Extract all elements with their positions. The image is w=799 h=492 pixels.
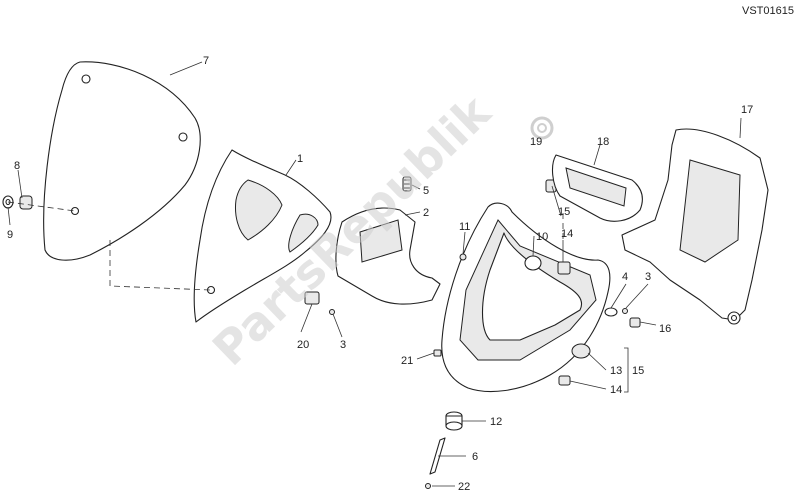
- callout-11: 11: [459, 221, 470, 233]
- callout-3-left: 3: [340, 339, 346, 351]
- callout-14-lower: 14: [610, 384, 622, 396]
- callout-14-upper: 14: [561, 228, 573, 240]
- callout-19: 19: [530, 136, 542, 148]
- spring-part-5: [402, 176, 412, 192]
- callout-21: 21: [401, 355, 413, 367]
- callout-1: 1: [297, 153, 303, 165]
- clip-part-21: [433, 349, 442, 357]
- callout-12: 12: [490, 416, 502, 428]
- grommet-part-14-lower: [558, 375, 571, 386]
- callout-6: 6: [472, 451, 478, 463]
- bolt-part-16: [629, 317, 641, 328]
- rod-part-6: [429, 437, 446, 475]
- grommet-part-13: [571, 343, 591, 359]
- callout-17: 17: [741, 104, 753, 116]
- callout-18: 18: [597, 136, 609, 148]
- callout-9: 9: [7, 229, 13, 241]
- callout-10: 10: [536, 231, 548, 243]
- callouts: 7 8 9 1 5 2 20 3 11 10 19 18 17 15 14 4 …: [7, 55, 753, 492]
- spacer-part-12: [445, 411, 463, 431]
- screw-part-11: [459, 253, 467, 261]
- callout-20: 20: [297, 339, 309, 351]
- screw-part-3-right: [622, 308, 628, 314]
- instrument-cluster-part-18: [551, 154, 643, 222]
- windscreen-part-7: [43, 61, 201, 261]
- drawing-code: VST01615: [742, 5, 794, 17]
- washer-part-4: [604, 307, 618, 317]
- callout-3-right: 3: [645, 271, 651, 283]
- callout-15-upper: 15: [558, 206, 570, 218]
- grommet-part-8: [19, 195, 33, 210]
- screw-part-3-left: [329, 309, 335, 315]
- screw-part-22: [425, 483, 431, 489]
- grommet-part-14-upper: [557, 261, 571, 275]
- callout-16: 16: [659, 323, 671, 335]
- subframe-part-17: [621, 128, 769, 325]
- callout-5: 5: [423, 185, 429, 197]
- callout-8: 8: [14, 160, 20, 172]
- callout-22: 22: [458, 481, 470, 492]
- callout-2: 2: [423, 207, 429, 219]
- fairing-panel-part-1: [193, 149, 332, 323]
- watermark-gear-icon: [530, 116, 554, 140]
- callout-15-lower: 15: [632, 365, 644, 377]
- callout-4: 4: [622, 271, 628, 283]
- callout-13: 13: [610, 365, 622, 377]
- leader-lines: [7, 61, 742, 487]
- nut-part-10: [524, 255, 542, 271]
- headlight-housing: [441, 202, 611, 393]
- callout-7: 7: [203, 55, 209, 67]
- bracket-part-2: [335, 207, 441, 305]
